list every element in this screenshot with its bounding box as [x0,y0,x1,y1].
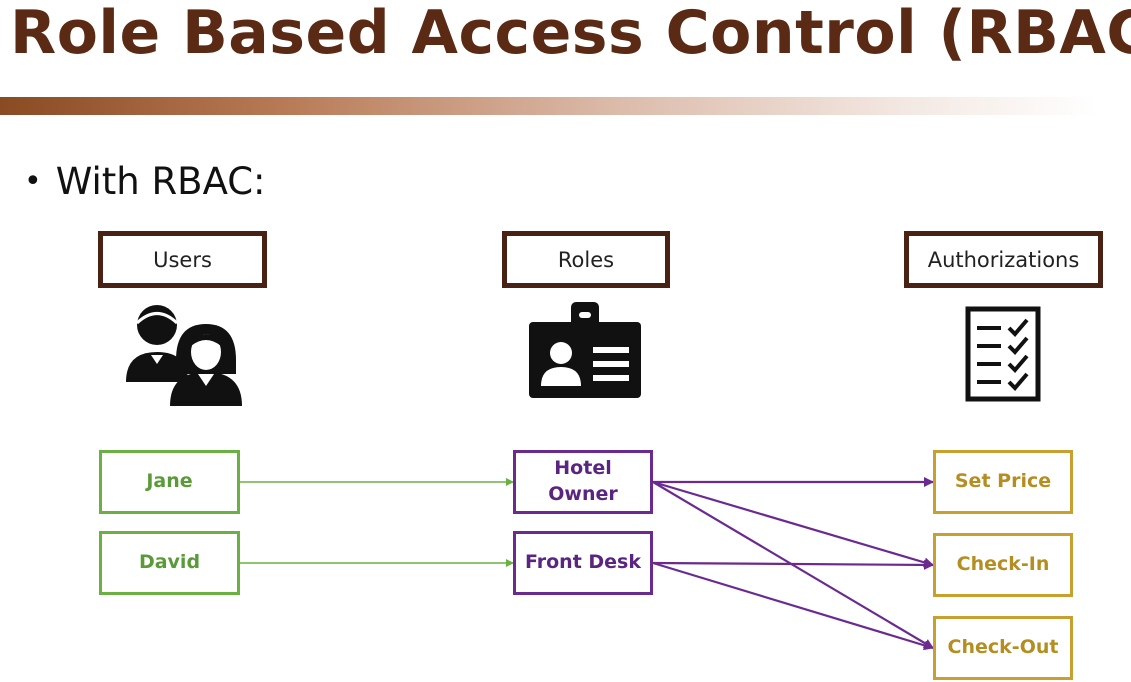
title-underline-bar [0,97,1131,115]
user-david: David [99,531,240,595]
permission-arrow [652,480,934,568]
users-header: Users [98,231,267,288]
users-icon [126,305,242,406]
roles-header: Roles [502,231,670,288]
auth-set-price: Set Price [933,450,1073,514]
slide-title: Role Based Access Control (RBAC) [10,0,1131,68]
auth-check-out: Check-Out [933,616,1073,680]
permission-arrow [652,559,934,570]
bullet-with-rbac: • With RBAC: [24,160,266,203]
user-jane: Jane [99,450,240,514]
bullet-dot: • [24,164,42,199]
auth-check-in: Check-In [933,533,1073,597]
authorizations-header: Authorizations [904,231,1103,288]
bullet-text: With RBAC: [55,160,266,203]
permission-arrow [652,561,934,651]
checklist-icon [965,306,1041,402]
role-hotel-owner: Hotel Owner [513,450,653,514]
id-badge-icon [529,302,641,398]
role-front-desk: Front Desk [513,531,653,595]
